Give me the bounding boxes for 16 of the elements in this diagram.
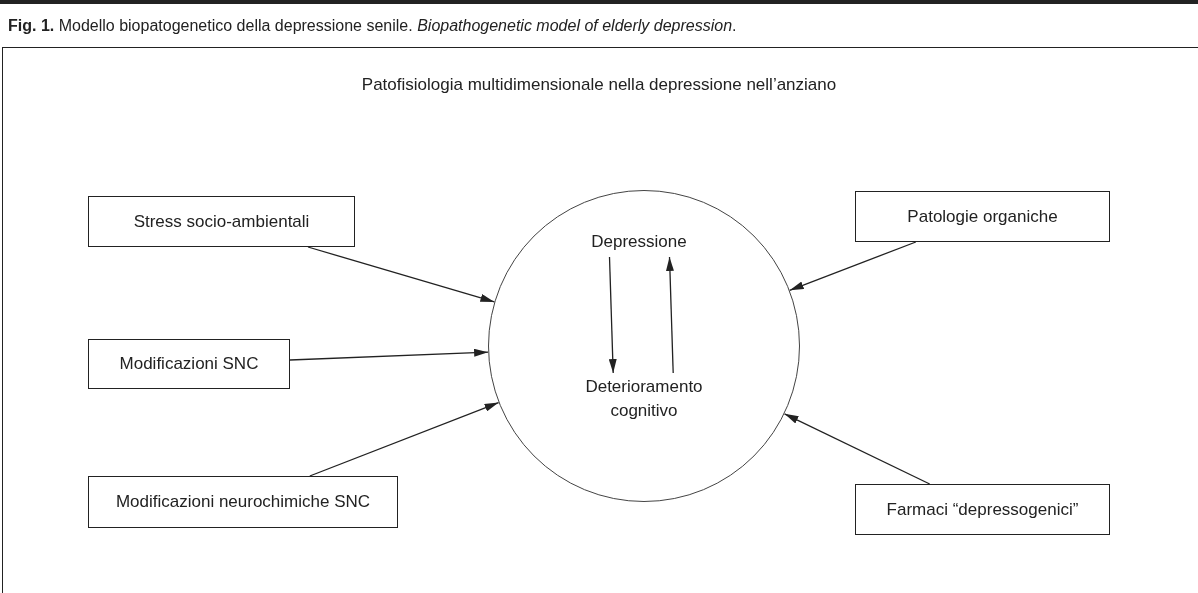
node-label: Depressione [579,227,699,257]
arrow [608,256,617,374]
process-box: Modificazioni neurochimiche SNC [88,476,398,528]
node-label: Deterioramento cognitivo [554,373,734,425]
arrow [309,401,500,477]
process-box: Farmaci “depressogenici” [855,484,1110,535]
arrow [789,241,917,291]
diagram-title: Patofisiologia multidimensionale nella depressione nell’anziano [360,75,838,95]
process-box: Stress socio-ambientali [88,196,355,247]
arrow [783,413,931,485]
arrow [307,246,496,303]
process-box: Modificazioni SNC [88,339,290,389]
arrow [289,348,489,361]
arrow [665,256,674,374]
process-box: Patologie organiche [855,191,1110,242]
figure-caption: Fig. 1. Modello biopatogenetico della depressione senile. Biopathogenetic model of elderly depression. [8,17,737,35]
